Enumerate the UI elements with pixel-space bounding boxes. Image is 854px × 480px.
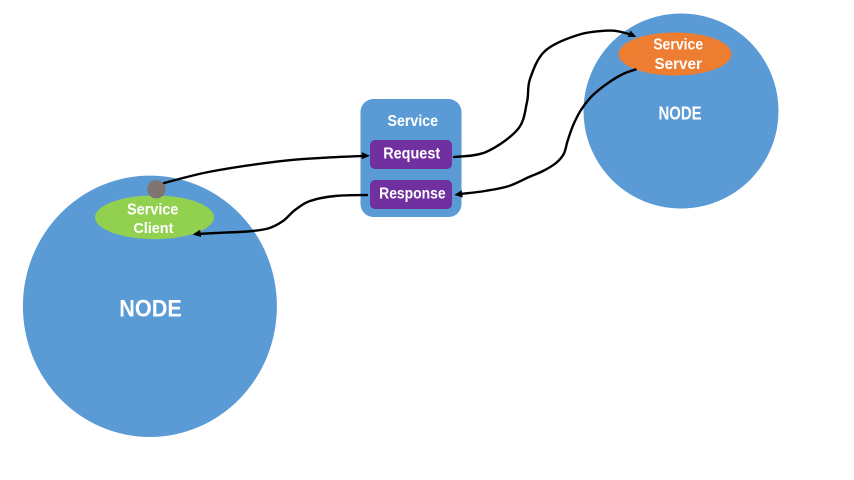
svg-text:Server: Server	[654, 56, 702, 73]
svg-text:Client: Client	[133, 220, 173, 237]
svg-text:Service: Service	[653, 36, 703, 53]
svg-text:Request: Request	[383, 145, 440, 162]
svg-text:Response: Response	[379, 186, 446, 203]
svg-text:NODE: NODE	[119, 295, 182, 322]
svg-text:NODE: NODE	[659, 103, 702, 124]
svg-text:Service: Service	[127, 202, 179, 219]
svg-text:Service: Service	[388, 113, 439, 130]
